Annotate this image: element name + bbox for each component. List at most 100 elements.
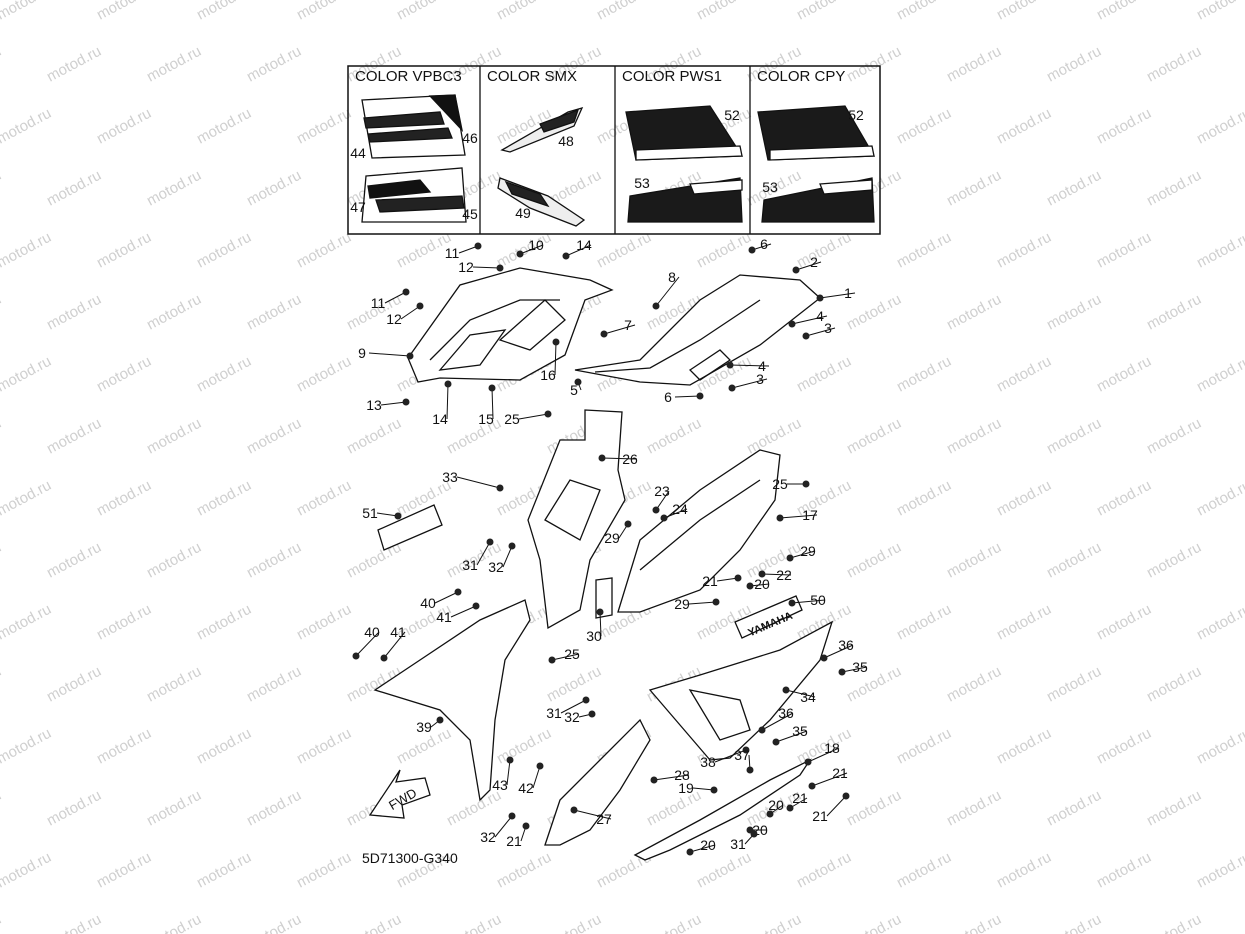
callout-number: 40 xyxy=(420,595,436,611)
fairing-upper-right xyxy=(574,274,822,386)
fastener-marker xyxy=(728,384,736,392)
diagram-code: 5D71300-G340 xyxy=(362,850,458,866)
variant-callout-number: 53 xyxy=(634,175,650,191)
fastener-marker xyxy=(788,599,796,607)
callout-number: 32 xyxy=(480,829,496,845)
callout-number: 6 xyxy=(664,389,672,405)
fastener-marker xyxy=(402,288,410,296)
fastener-marker xyxy=(746,582,754,590)
callout-number: 5 xyxy=(570,382,578,398)
callout-number: 31 xyxy=(730,836,746,852)
fastener-marker xyxy=(548,656,556,664)
fastener-marker xyxy=(710,786,718,794)
fastener-marker xyxy=(804,758,812,766)
fastener-marker xyxy=(802,480,810,488)
fastener-marker xyxy=(650,776,658,784)
callout-number: 22 xyxy=(776,567,792,583)
callout-number: 37 xyxy=(734,747,750,763)
callout-number: 25 xyxy=(504,411,520,427)
variant-callout-number: 49 xyxy=(515,205,531,221)
variant-callout-number: 47 xyxy=(350,199,366,215)
fastener-marker xyxy=(786,554,794,562)
callout-leader xyxy=(807,747,840,763)
callout-leader xyxy=(384,291,407,304)
fastener-marker xyxy=(444,380,452,388)
callout-number: 39 xyxy=(416,719,432,735)
fastener-marker xyxy=(436,716,444,724)
fastener-marker xyxy=(574,378,582,386)
fastener-marker xyxy=(750,830,758,838)
fastener-marker xyxy=(570,806,578,814)
callout-leader xyxy=(446,383,449,420)
callout-leader xyxy=(355,631,380,657)
fastener-marker xyxy=(838,668,846,676)
fastener-marker xyxy=(488,384,496,392)
callout-number: 6 xyxy=(760,236,768,252)
callout-number: 40 xyxy=(364,624,380,640)
inner-panel xyxy=(527,409,626,630)
callout-leader xyxy=(775,730,808,743)
callout-number: 35 xyxy=(792,723,808,739)
callout-leader xyxy=(731,378,768,389)
callout-number: 20 xyxy=(768,797,784,813)
callout-number: 38 xyxy=(700,754,716,770)
callout-leader xyxy=(655,276,680,307)
callout-number: 25 xyxy=(772,476,788,492)
callout-number: 27 xyxy=(596,811,612,827)
callout-number: 28 xyxy=(674,767,690,783)
callout-leader xyxy=(779,514,818,519)
fastener-marker xyxy=(734,574,742,582)
callout-number: 3 xyxy=(824,320,832,336)
fastener-marker xyxy=(516,250,524,258)
callout-number: 32 xyxy=(488,559,504,575)
decal-strip-51 xyxy=(377,504,443,551)
fastener-marker xyxy=(746,766,754,774)
callout-leader xyxy=(688,601,717,605)
fastener-marker xyxy=(772,738,780,746)
fastener-marker xyxy=(562,252,570,260)
callout-number: 16 xyxy=(540,367,556,383)
decal-smx-upper xyxy=(500,106,584,153)
fastener-marker xyxy=(766,810,774,818)
callout-leader xyxy=(819,292,856,299)
variant-callout-number: 48 xyxy=(558,133,574,149)
decal-smx-lower xyxy=(497,177,586,227)
callout-number: 18 xyxy=(824,740,840,756)
callout-leader xyxy=(805,327,836,337)
fastener-marker xyxy=(496,484,504,492)
callout-number: 13 xyxy=(366,397,382,413)
fastener-marker xyxy=(352,652,360,660)
fastener-marker xyxy=(782,686,790,694)
fastener-marker xyxy=(802,332,810,340)
callout-leader xyxy=(518,413,549,420)
callout-leader xyxy=(506,759,511,786)
color-variants-frame xyxy=(347,65,881,235)
fastener-marker xyxy=(652,506,660,514)
callout-number: 4 xyxy=(758,358,766,374)
decal-cpy-lower xyxy=(761,177,875,223)
callout-leader xyxy=(502,545,513,568)
callout-leader xyxy=(653,774,690,781)
under-cowl xyxy=(544,718,651,846)
fastener-marker xyxy=(486,538,494,546)
callout-leader xyxy=(601,457,638,460)
fastener-marker xyxy=(416,302,424,310)
fairing-upper-left xyxy=(407,267,614,383)
fastener-marker xyxy=(506,756,514,764)
callout-leader xyxy=(494,815,513,838)
fastener-marker xyxy=(742,746,750,754)
callout-leader xyxy=(761,712,794,731)
fastener-marker xyxy=(588,710,596,718)
callout-leader xyxy=(519,244,544,255)
callout-leader xyxy=(729,364,770,367)
forward-arrow: FWD xyxy=(368,769,431,819)
callout-leader xyxy=(472,266,501,269)
callout-number: 33 xyxy=(442,469,458,485)
callout-number: 36 xyxy=(838,637,854,653)
fastener-marker xyxy=(380,654,388,662)
fastener-marker xyxy=(474,242,482,250)
callout-number: 21 xyxy=(792,790,808,806)
callout-leader xyxy=(811,772,848,787)
callout-leader xyxy=(565,244,592,257)
